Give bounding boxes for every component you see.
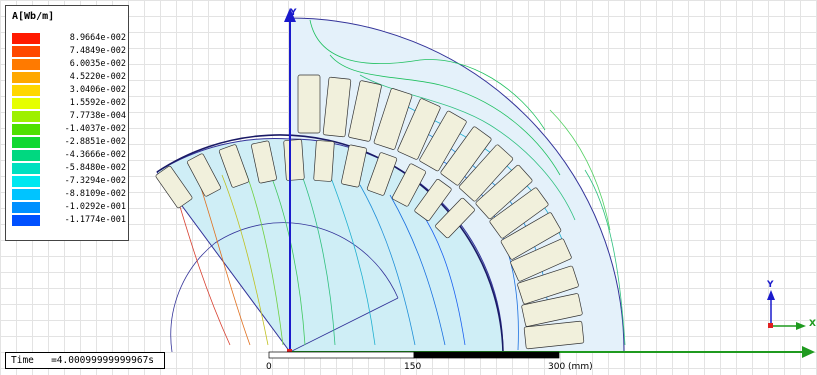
sector-edge	[289, 297, 399, 353]
legend-row: -1.4037e-002	[12, 124, 126, 135]
scale-label-150: 150	[404, 362, 422, 372]
legend-swatch	[12, 33, 40, 44]
legend-row: 8.9664e-002	[12, 33, 126, 44]
origin-marker	[287, 349, 292, 354]
legend-row: 3.0406e-002	[12, 85, 126, 96]
legend-value: 3.0406e-002	[69, 85, 126, 95]
legend-row: -1.1774e-001	[12, 215, 126, 226]
legend-row: -5.8480e-002	[12, 163, 126, 174]
legend-row: -4.3666e-002	[12, 150, 126, 161]
triad-y-label: Y	[767, 280, 774, 290]
legend-value: -2.8851e-002	[64, 137, 126, 147]
y-axis-label: Y	[290, 8, 297, 18]
legend-value: -5.8480e-002	[64, 163, 126, 173]
legend-value: 7.4849e-002	[69, 46, 126, 56]
legend-value: 4.5220e-002	[69, 72, 126, 82]
legend-value: -4.3666e-002	[64, 150, 126, 160]
legend-row: -7.3294e-002	[12, 176, 126, 187]
x-axis-arrow	[802, 346, 815, 358]
legend-value: -8.8109e-002	[64, 189, 126, 199]
time-display: Time =4.00099999999967s	[5, 352, 165, 369]
scale-bar	[268, 351, 560, 359]
legend-title: A[Wb/m]	[12, 11, 55, 22]
shaft-boundary-2	[214, 222, 399, 299]
legend-row: 1.5592e-002	[12, 98, 126, 109]
legend-value: 1.5592e-002	[69, 98, 126, 108]
rotor-slots	[155, 139, 475, 239]
legend-value: 7.7738e-004	[69, 111, 126, 121]
stator-slots	[297, 74, 585, 350]
legend-value: 8.9664e-002	[69, 33, 126, 43]
legend-swatch	[12, 124, 40, 135]
legend-value: 6.0035e-002	[69, 59, 126, 69]
legend-value: -1.0292e-001	[64, 202, 126, 212]
legend-swatch	[12, 215, 40, 226]
legend-row: -1.0292e-001	[12, 202, 126, 213]
time-value: =4.00099999999967s	[51, 355, 155, 366]
legend-row: 4.5220e-002	[12, 72, 126, 83]
legend-row: 6.0035e-002	[12, 59, 126, 70]
time-label: Time	[11, 355, 34, 366]
y-axis-arrow	[284, 8, 296, 22]
legend-swatch	[12, 46, 40, 57]
triad-x-label: X	[809, 319, 816, 329]
shaft-boundary	[170, 242, 216, 353]
legend-row: -2.8851e-002	[12, 137, 126, 148]
legend-value: -1.1774e-001	[64, 215, 126, 225]
legend-swatch	[12, 111, 40, 122]
legend-swatch	[12, 150, 40, 161]
legend-value: -7.3294e-002	[64, 176, 126, 186]
scale-label-0: 0	[266, 362, 272, 372]
scale-label-300: 300 (mm)	[548, 362, 593, 372]
legend-row: -8.8109e-002	[12, 189, 126, 200]
legend-swatch	[12, 189, 40, 200]
field-legend[interactable]: A[Wb/m] 8.9664e-002 7.4849e-002 6.0035e-00…	[5, 5, 129, 241]
legend-swatch	[12, 85, 40, 96]
legend-value: -1.4037e-002	[64, 124, 126, 134]
legend-swatch	[12, 98, 40, 109]
legend-swatch	[12, 59, 40, 70]
legend-row: 7.4849e-002	[12, 46, 126, 57]
legend-swatch	[12, 163, 40, 174]
orientation-triad	[767, 290, 806, 330]
flux-contours	[177, 19, 626, 351]
legend-row: 7.7738e-004	[12, 111, 126, 122]
legend-swatch	[12, 72, 40, 83]
legend-swatch	[12, 137, 40, 148]
legend-swatch	[12, 202, 40, 213]
legend-swatch	[12, 176, 40, 187]
